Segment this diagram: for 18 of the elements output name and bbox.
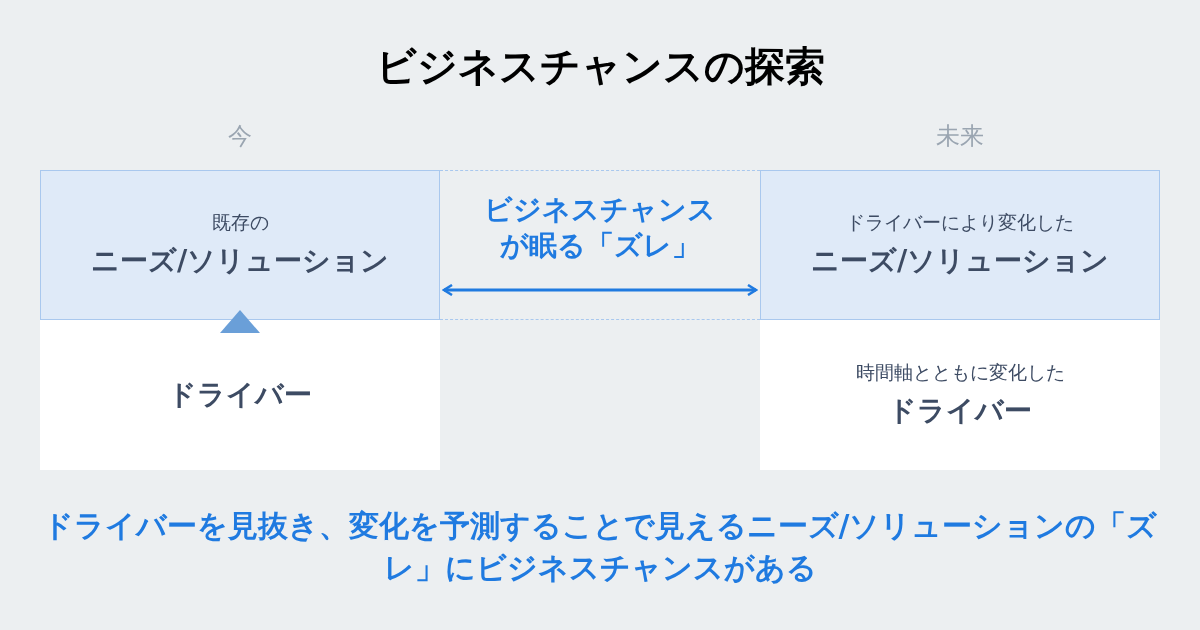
box-subheading: 時間軸とともに変化した bbox=[855, 359, 1065, 385]
box-heading: ニーズ/ソリューション bbox=[90, 243, 390, 280]
box-subheading: 既存の bbox=[211, 209, 269, 235]
concept-box bbox=[760, 320, 1160, 470]
double-arrow bbox=[442, 283, 758, 297]
edge-label: ビジネスチャンスが眠る「ズレ」 bbox=[483, 192, 717, 265]
box-subheading: ドライバーにより変化した bbox=[846, 209, 1074, 235]
box-heading: ドライバー bbox=[168, 377, 312, 413]
caption: ドライバーを見抜き、変化を予測することで見えるニーズ/ソリューションの「ズレ」にビジネスチャンスがある bbox=[41, 507, 1159, 587]
box-heading: ドライバー bbox=[888, 393, 1032, 430]
title: ビジネスチャンスの探索 bbox=[374, 42, 826, 91]
concept-box bbox=[760, 170, 1160, 320]
column-heading: 今 bbox=[227, 121, 253, 152]
box-heading: ニーズ/ソリューション bbox=[810, 243, 1110, 280]
up-arrow bbox=[220, 310, 260, 333]
column-heading: 未来 bbox=[935, 121, 985, 152]
concept-box bbox=[40, 320, 440, 470]
concept-box bbox=[40, 170, 440, 320]
